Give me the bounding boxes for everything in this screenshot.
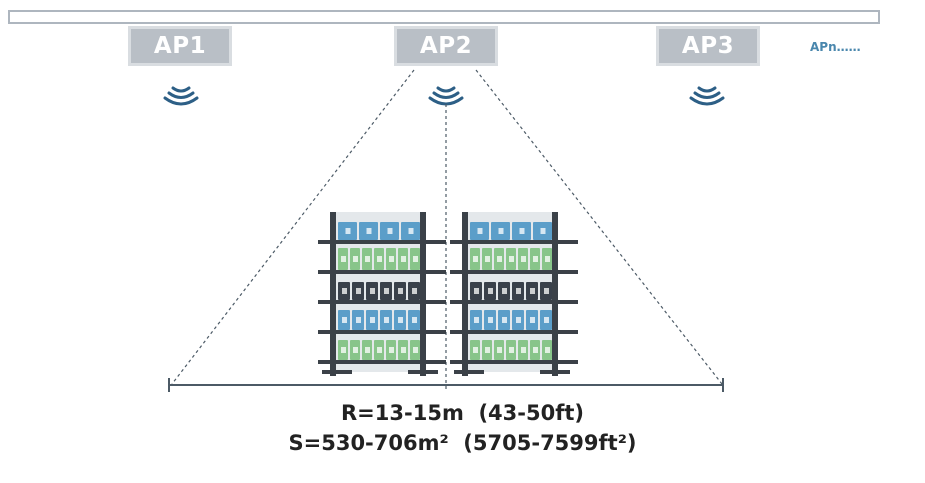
area-label: S=530-706m² (5705-7599ft²): [288, 431, 637, 455]
access-point-ap3: AP3: [656, 26, 760, 66]
range-bar: [168, 378, 724, 392]
access-point-ap2: AP2: [394, 26, 498, 66]
wifi-icon-ap1: [163, 86, 199, 106]
wifi-icon-ap3: [689, 86, 725, 106]
shelf-left: [318, 212, 446, 376]
more-access-points-label: APn……: [810, 40, 861, 54]
range-label: R=13-15m (43-50ft): [341, 401, 584, 425]
shelf-right: [450, 212, 578, 376]
coverage-cone: [171, 69, 723, 392]
ceiling-rail: [8, 10, 880, 24]
access-point-ap1: AP1: [128, 26, 232, 66]
wifi-icon-ap2: [428, 86, 464, 106]
